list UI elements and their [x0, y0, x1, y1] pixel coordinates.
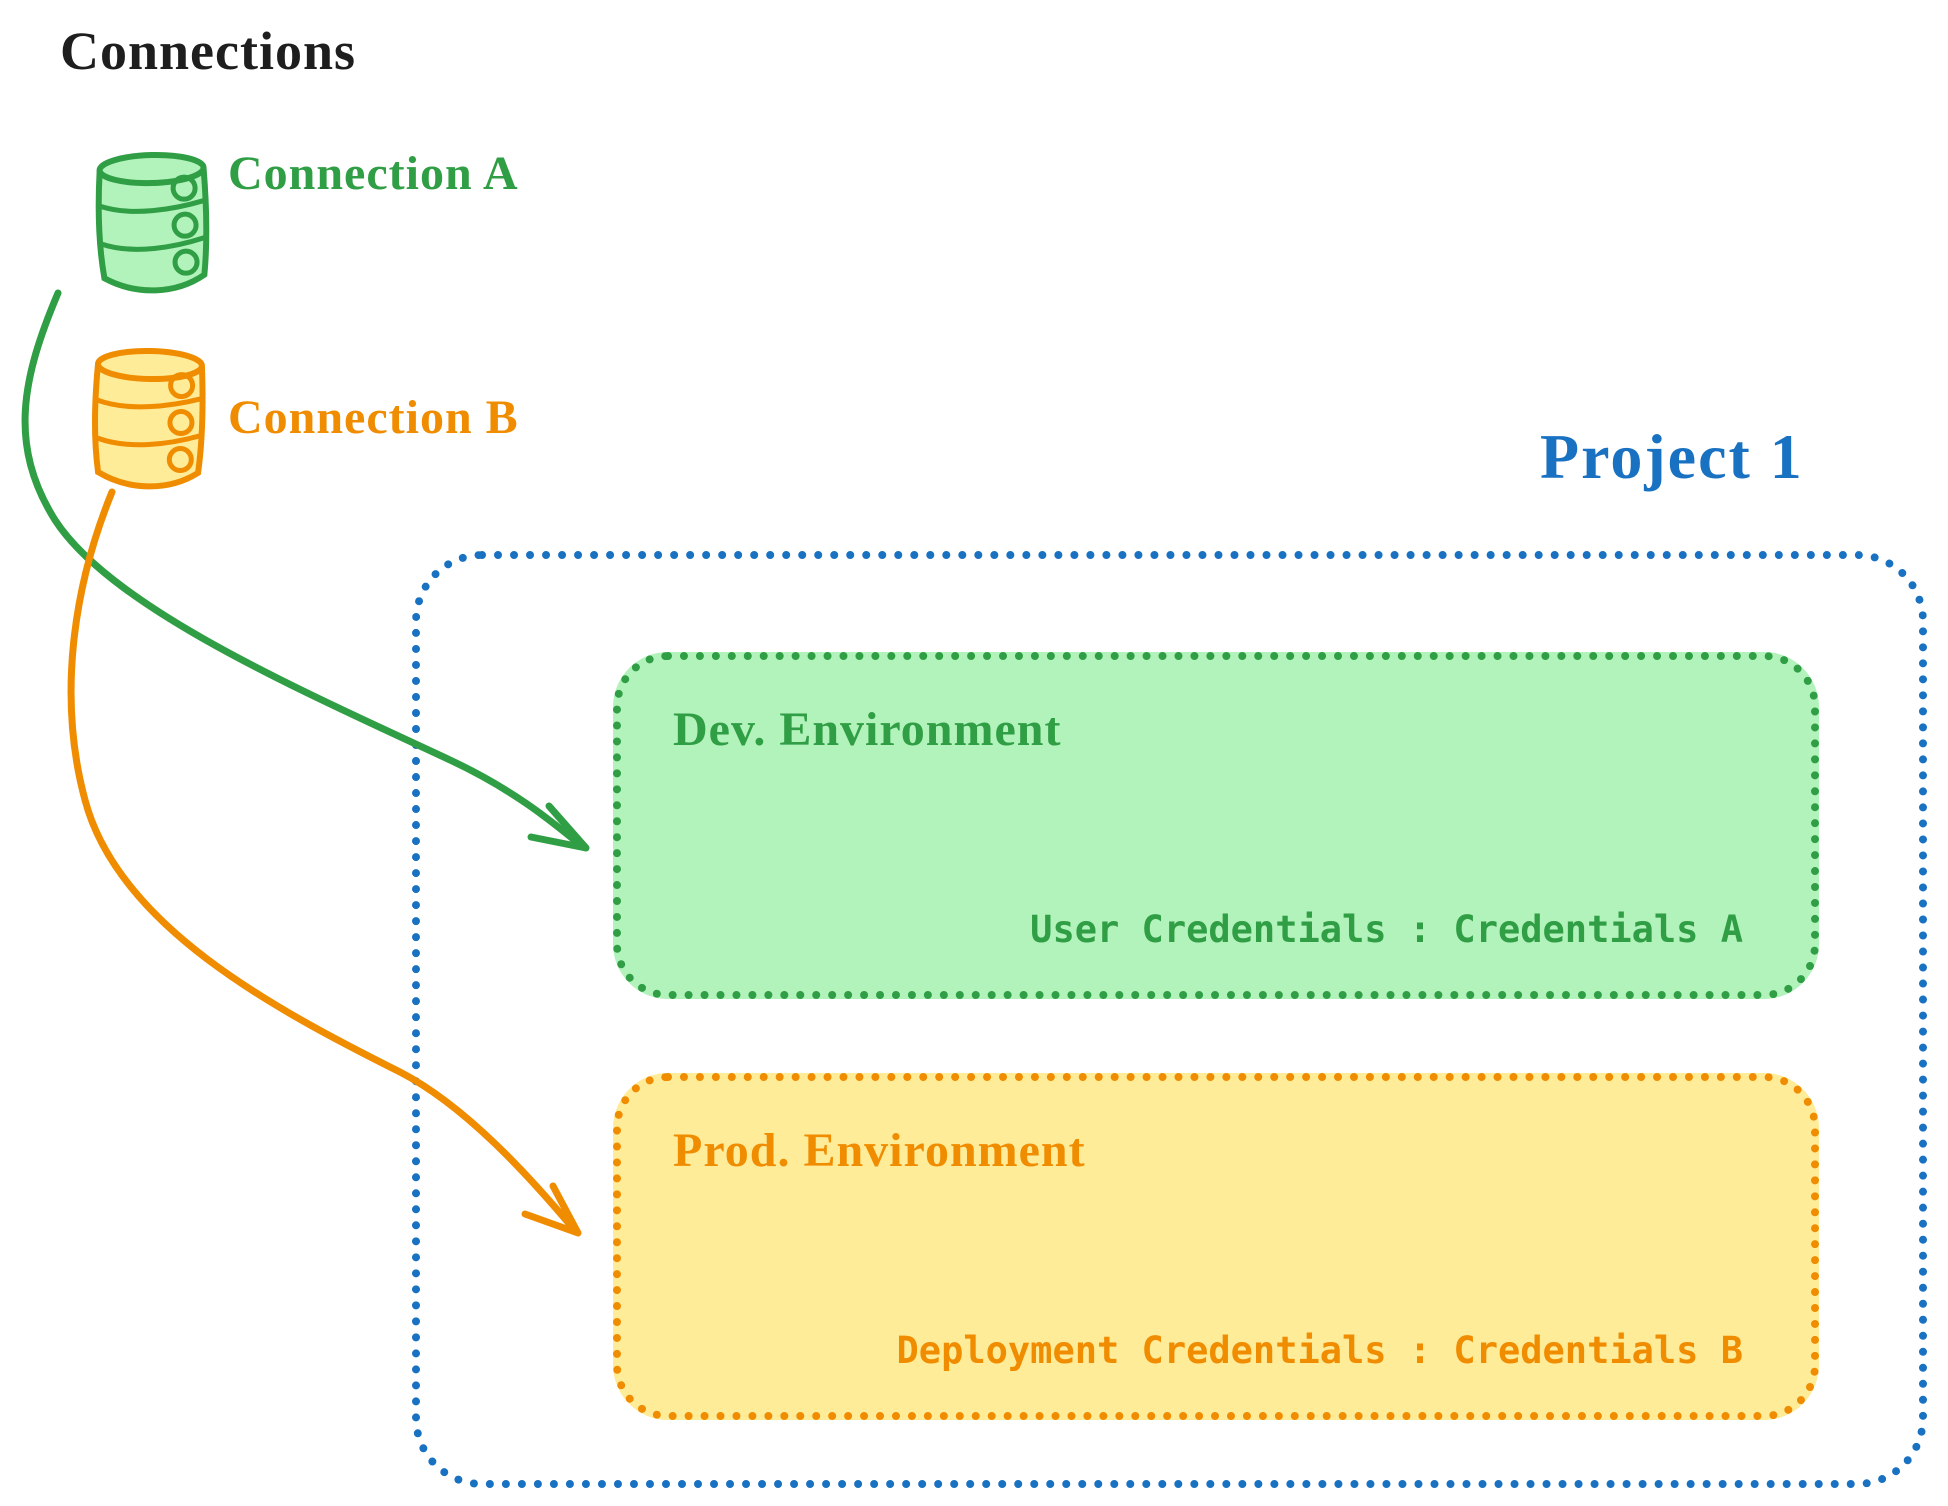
dev-environment-box: Dev. Environment User Credentials : Cred…	[613, 652, 1819, 999]
connection-a-label: Connection A	[228, 147, 519, 200]
prod-environment-box: Prod. Environment Deployment Credentials…	[613, 1073, 1819, 1420]
database-icon	[91, 347, 206, 490]
database-icon	[95, 151, 210, 294]
connections-title: Connections	[60, 21, 357, 81]
project-title: Project 1	[1540, 421, 1804, 492]
dev-environment-credentials: User Credentials : Credentials A	[1030, 908, 1743, 951]
prod-environment-title: Prod. Environment	[673, 1124, 1086, 1177]
dev-environment-title: Dev. Environment	[673, 703, 1062, 756]
connection-b-label: Connection B	[228, 391, 519, 444]
prod-environment-credentials: Deployment Credentials : Credentials B	[896, 1329, 1743, 1372]
